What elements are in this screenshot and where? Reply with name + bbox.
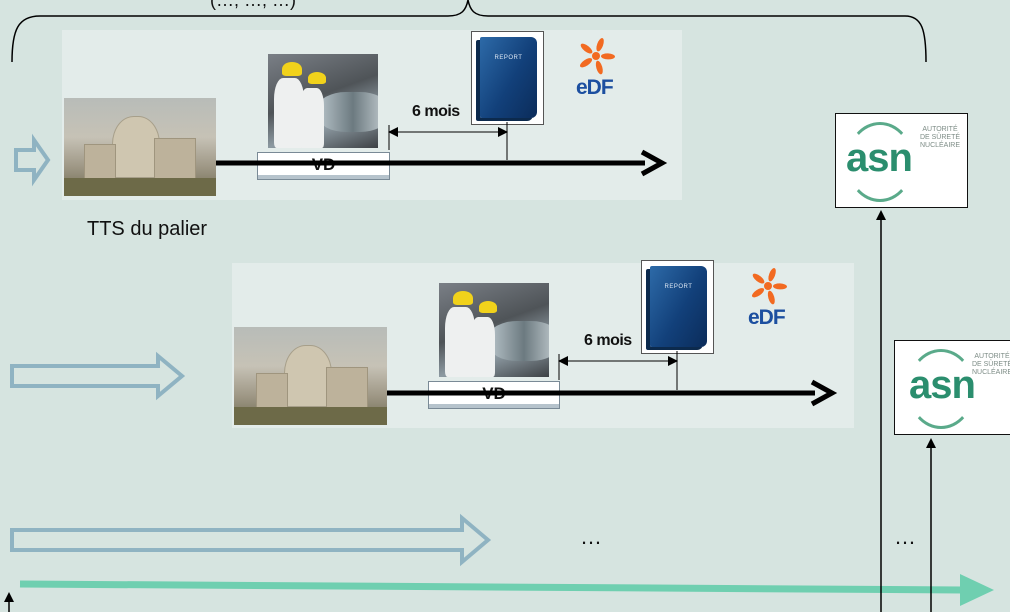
- asn-logo-bottom-sub3: NUCLÉAIRE: [971, 369, 1010, 376]
- row2-report-icon: REPORT: [641, 260, 714, 354]
- asn-logo-top-text: asn: [846, 136, 913, 180]
- top-bracket-label: (…, …, …): [210, 0, 296, 10]
- asn-logo-bottom-text: asn: [909, 363, 976, 407]
- main-timeline: [19, 580, 963, 594]
- asn-logo-bottom: asn AUTORITÉ DE SÛRETÉ NUCLÉAIRE: [894, 340, 1010, 435]
- asn-logo-top-sub3: NUCLÉAIRE: [919, 142, 961, 149]
- top-bracket: [11, 0, 927, 63]
- row1-plant-photo: [64, 98, 216, 196]
- row2-hollow-arrow: [10, 351, 186, 401]
- row1-delay-label: 6 mois: [412, 103, 460, 120]
- row2-plant-photo: [234, 327, 387, 425]
- row2-edf-text: eDF: [748, 306, 786, 329]
- asn-logo-bottom-sub2: DE SÛRETÉ: [971, 361, 1010, 368]
- row1-report-text: REPORT: [494, 54, 523, 61]
- row3-ellipsis-mid: …: [580, 524, 602, 549]
- row1-vd-box: VD: [257, 152, 390, 180]
- row3-ellipsis-right: …: [894, 524, 916, 549]
- asn-logo-bottom-sub1: AUTORITÉ: [974, 353, 1010, 360]
- row3-hollow-arrow: [10, 513, 492, 567]
- row1-report-icon: REPORT: [471, 31, 544, 125]
- row2-report-text: REPORT: [664, 283, 693, 290]
- row1-timeline-head: [640, 149, 668, 177]
- row1-edf-logo: eDF: [576, 36, 616, 100]
- main-timeline-head: [960, 574, 994, 606]
- row1-workers-photo: [268, 54, 378, 148]
- row1-plant-caption: TTS du palier: [87, 218, 208, 240]
- row2-edf-logo: eDF: [748, 266, 788, 330]
- row2-timeline-head: [810, 379, 838, 407]
- asn-logo-top: asn AUTORITÉ DE SÛRETÉ NUCLÉAIRE: [835, 113, 968, 208]
- asn-logo-top-sub2: DE SÛRETÉ: [919, 134, 961, 141]
- row1-edf-text: eDF: [576, 76, 614, 99]
- row1-hollow-arrow: [14, 133, 51, 187]
- row2-delay-label: 6 mois: [584, 332, 632, 349]
- row2-workers-photo: [439, 283, 549, 377]
- asn-logo-top-sub1: AUTORITÉ: [922, 126, 958, 133]
